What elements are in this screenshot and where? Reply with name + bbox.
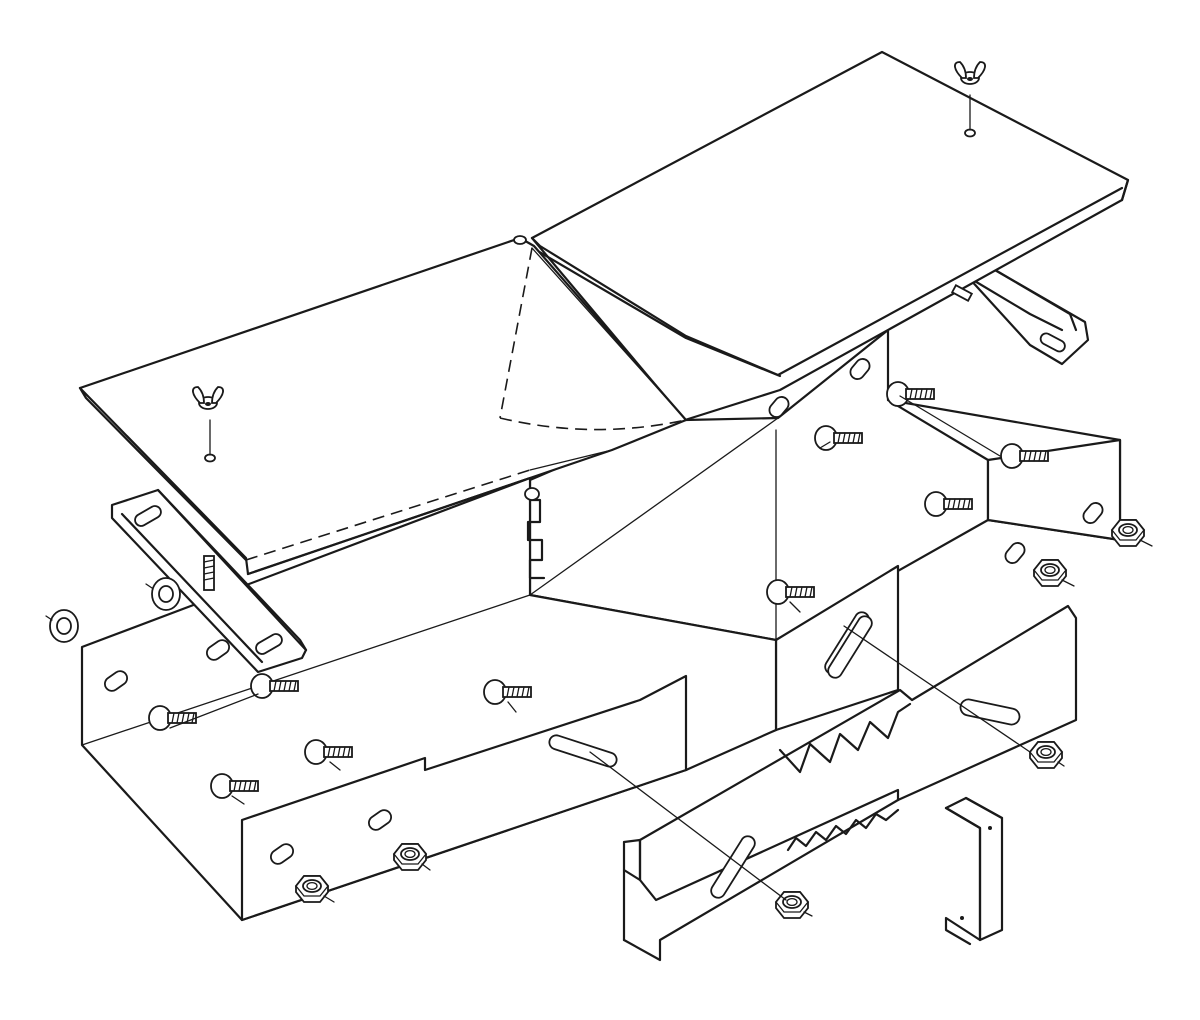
- front-side-panel: [622, 604, 1078, 962]
- left-base-tray: [80, 476, 778, 922]
- assembly-guide-lines: [45, 395, 1153, 917]
- right-mounting-rail: [966, 268, 1090, 366]
- left-mounting-rail: [110, 488, 308, 674]
- left-lid: [78, 235, 688, 576]
- z-bracket: [944, 796, 1004, 946]
